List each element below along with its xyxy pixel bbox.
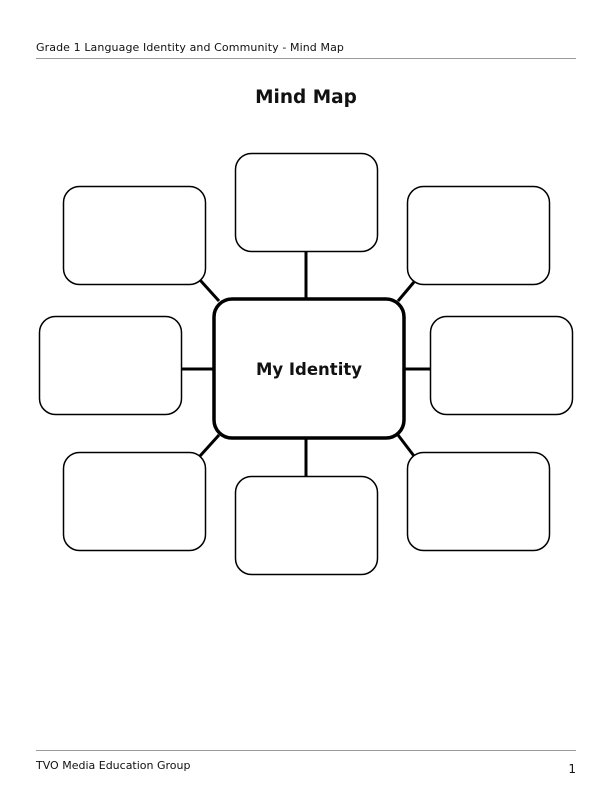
outer-box-top-left[interactable] [62, 185, 207, 286]
mind-map-connectors [182, 252, 431, 476]
outer-box-left[interactable] [38, 315, 183, 416]
connector-bottom-left [198, 433, 221, 458]
footer-divider [36, 750, 576, 751]
outer-box-top[interactable] [234, 152, 379, 253]
mind-map-outer-boxes [38, 152, 574, 576]
outer-box-bottom-left[interactable] [62, 451, 207, 552]
outer-box-top-right[interactable] [406, 185, 551, 286]
document-header-title: Grade 1 Language Identity and Community … [36, 41, 344, 54]
center-box [212, 297, 406, 440]
header-divider [36, 58, 576, 59]
page-title: Mind Map [255, 87, 357, 108]
page-number: 1 [568, 762, 576, 776]
outer-box-right[interactable] [429, 315, 574, 416]
connector-bottom-right [396, 434, 416, 457]
connector-top-right [396, 281, 416, 302]
connector-top-left [198, 278, 221, 303]
footer-organization: TVO Media Education Group [36, 759, 191, 772]
outer-box-bottom-right[interactable] [406, 451, 551, 552]
center-box-label: My Identity [256, 360, 362, 379]
outer-box-bottom[interactable] [234, 475, 379, 576]
